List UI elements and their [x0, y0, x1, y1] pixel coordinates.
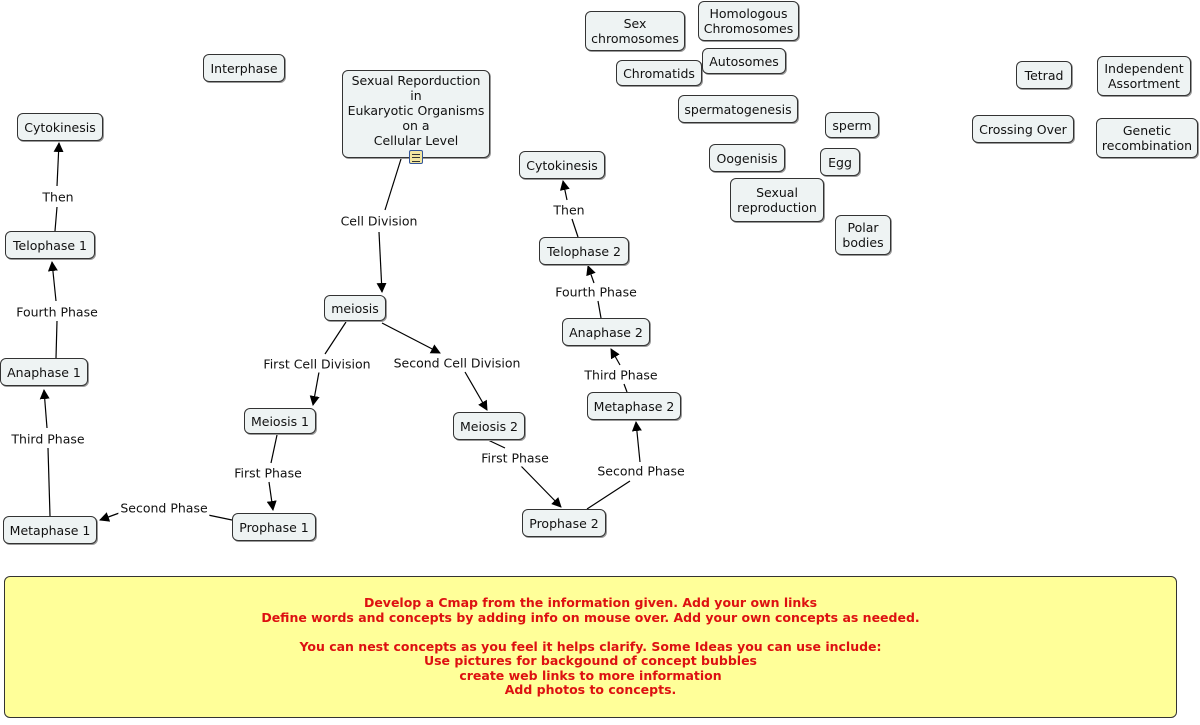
link-metaphase2-third-phase — [623, 383, 628, 393]
link-meiosis1-first-phase — [270, 434, 278, 464]
link-meiosis2-first-phase — [487, 439, 506, 449]
concept-cytokinesis-2[interactable]: Cytokinesis — [519, 151, 605, 179]
note-line-5: Use pictures for backgound of concept bu… — [423, 653, 758, 669]
concept-main-topic[interactable]: Sexual Reporduction in Eukaryotic Organi… — [342, 70, 490, 158]
link-label-then-1[interactable]: Then — [40, 188, 76, 206]
link-first-cell-division-meiosis1 — [309, 371, 320, 406]
link-metaphase1-third-phase — [47, 447, 51, 517]
concept-egg[interactable]: Egg — [820, 148, 860, 176]
link-meiosis-second-cell-division — [381, 322, 441, 354]
link-anaphase1-fourth-phase — [55, 320, 58, 359]
link-label-first-cell-division[interactable]: First Cell Division — [261, 355, 373, 373]
concept-meiosis[interactable]: meiosis — [324, 295, 386, 321]
concept-cytokinesis-1[interactable]: Cytokinesis — [17, 113, 103, 141]
note-line-1: Develop a Cmap from the information give… — [363, 594, 818, 610]
link-label-third-phase-2[interactable]: Third Phase — [582, 366, 660, 384]
concept-polar-bodies[interactable]: Polar bodies — [835, 215, 891, 255]
link-telophase1-then — [54, 206, 58, 232]
link-meiosis-first-cell-division — [324, 321, 347, 355]
link-label-then-2[interactable]: Then — [551, 201, 587, 219]
concept-oogenisis[interactable]: Oogenisis — [709, 144, 785, 172]
link-prophase1-second-phase — [207, 514, 233, 521]
link-label-first-phase-2[interactable]: First Phase — [479, 449, 551, 467]
concept-anaphase-2[interactable]: Anaphase 2 — [562, 318, 650, 346]
note-line-7: Add photos to concepts. — [504, 682, 677, 698]
concept-telophase-1[interactable]: Telophase 1 — [5, 231, 95, 259]
link-cell-division-meiosis — [376, 231, 387, 293]
concept-telophase-2[interactable]: Telophase 2 — [539, 237, 629, 265]
link-label-second-cell-division[interactable]: Second Cell Division — [391, 354, 523, 372]
concept-metaphase-2[interactable]: Metaphase 2 — [587, 392, 681, 420]
concept-metaphase-1[interactable]: Metaphase 1 — [3, 516, 97, 544]
concept-independent-assortment[interactable]: Independent Assortment — [1097, 56, 1191, 96]
link-main-cell-division — [384, 158, 402, 211]
link-then-cytokinesis1 — [53, 142, 64, 187]
link-then-cytokinesis2 — [559, 180, 570, 201]
concept-sexual-reproduction[interactable]: Sexual reproduction — [730, 178, 824, 222]
link-first-phase-prophase2 — [520, 465, 562, 508]
note-line-6: create web links to more information — [459, 667, 722, 683]
link-third-phase-anaphase2 — [610, 348, 621, 366]
concept-sex-chromosomes[interactable]: Sex chromosomes — [585, 11, 685, 51]
instructions-note[interactable]: Develop a Cmap from the information give… — [4, 576, 1177, 718]
concept-sperm[interactable]: sperm — [825, 112, 879, 138]
link-second-phase-metaphase1 — [99, 511, 123, 522]
link-label-fourth-phase-2[interactable]: Fourth Phase — [553, 283, 639, 301]
concept-prophase-1[interactable]: Prophase 1 — [232, 513, 316, 541]
concept-interphase[interactable]: Interphase — [203, 54, 285, 82]
note-line-2: Define words and concepts by adding info… — [261, 609, 920, 625]
concept-anaphase-1[interactable]: Anaphase 1 — [0, 358, 88, 386]
link-label-second-phase-1[interactable]: Second Phase — [118, 499, 210, 517]
link-first-phase-prophase1 — [266, 481, 277, 511]
link-label-cell-division[interactable]: Cell Division — [338, 212, 420, 230]
concept-tetrad[interactable]: Tetrad — [1016, 61, 1072, 89]
concept-homologous-chromosomes[interactable]: Homologous Chromosomes — [698, 1, 799, 41]
link-second-phase-metaphase2 — [631, 421, 642, 463]
link-anaphase2-fourth-phase — [597, 300, 602, 319]
concept-genetic-recombination[interactable]: Genetic recombination — [1096, 118, 1198, 158]
concept-chromatids[interactable]: Chromatids — [616, 60, 702, 86]
link-third-phase-anaphase1 — [39, 389, 50, 429]
link-fourth-phase-telophase2 — [586, 265, 596, 284]
link-label-second-phase-2[interactable]: Second Phase — [595, 462, 687, 480]
link-label-first-phase-1[interactable]: First Phase — [232, 464, 304, 482]
link-second-cell-division-meiosis2 — [464, 371, 488, 411]
concept-spermatogenesis[interactable]: spermatogenesis — [678, 95, 798, 123]
concept-autosomes[interactable]: Autosomes — [702, 48, 786, 74]
link-fourth-phase-telophase1 — [47, 261, 58, 302]
concept-meiosis-1[interactable]: Meiosis 1 — [244, 408, 316, 434]
document-icon[interactable] — [409, 150, 423, 164]
concept-crossing-over[interactable]: Crossing Over — [972, 115, 1074, 143]
link-label-fourth-phase-1[interactable]: Fourth Phase — [14, 303, 100, 321]
link-label-third-phase-1[interactable]: Third Phase — [9, 430, 87, 448]
link-prophase2-second-phase — [586, 480, 631, 510]
note-line-4: You can nest concepts as you feel it hel… — [299, 638, 882, 654]
link-telophase2-then — [571, 218, 579, 238]
concept-prophase-2[interactable]: Prophase 2 — [522, 509, 606, 537]
concept-meiosis-2[interactable]: Meiosis 2 — [453, 412, 525, 440]
